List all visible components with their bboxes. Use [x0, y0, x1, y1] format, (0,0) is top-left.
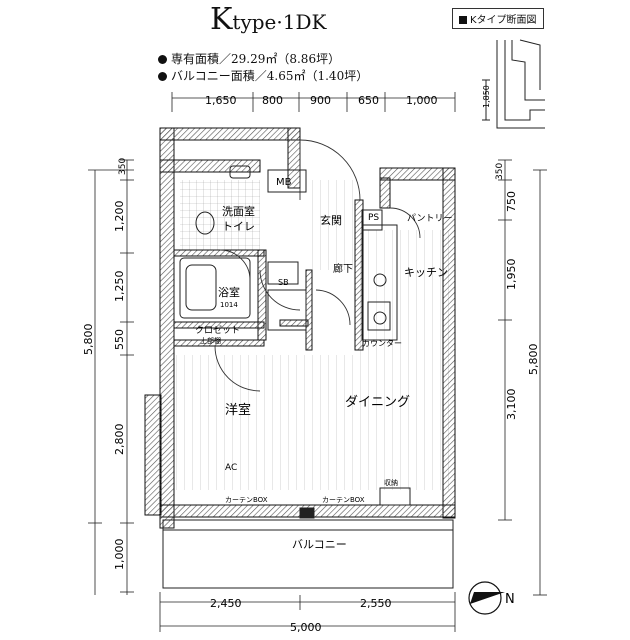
top-dimension: [171, 92, 456, 112]
dim-left-2: 1,200: [113, 201, 126, 233]
mb-box: [267, 169, 307, 193]
label-bath: 浴室: [218, 285, 240, 299]
shoe-storage: [379, 487, 411, 506]
balcony-area-info: バルコニー面積／4.65㎡（1.40坪）: [158, 67, 368, 84]
living-floor: [175, 355, 450, 490]
dim-top-4: 650: [358, 94, 379, 107]
dim-right-2: 750: [505, 191, 518, 212]
plan-title: Ktype·1DK: [210, 2, 327, 37]
right-dimension: [498, 159, 547, 596]
label-washroom: 洗面室: [222, 204, 255, 218]
sb-box: [267, 261, 299, 285]
dim-bottom-2: 2,550: [360, 597, 392, 610]
washer-space: [267, 289, 307, 331]
label-counter: カウンター: [362, 339, 402, 348]
label-mb: MB: [276, 177, 292, 188]
private-area-info: 専有面積／29.29㎡（8.86坪）: [158, 50, 340, 67]
dim-left-4: 550: [113, 329, 126, 350]
label-curtain-1: カーテンBOX: [225, 496, 268, 504]
section-legend: Kタイプ断面図: [452, 8, 544, 29]
label-curtain-2: カーテンBOX: [322, 496, 365, 504]
fixtures: [179, 165, 411, 519]
dim-top-3: 900: [310, 94, 331, 107]
dim-left-total: 5,800: [82, 324, 95, 356]
kitchen-floor: [360, 230, 455, 355]
label-toilet: トイレ: [222, 220, 255, 233]
compass-icon: [468, 581, 505, 615]
dim-left-1: 350: [118, 158, 128, 175]
bottom-dimension: [159, 592, 456, 632]
washbasin: [229, 165, 251, 179]
label-western: 洋室: [225, 402, 251, 418]
label-kitchen: キッチン: [404, 266, 448, 279]
dim-left-3: 1,250: [113, 271, 126, 303]
dim-left-5: 2,800: [113, 424, 126, 456]
dim-section: 1,850: [482, 85, 491, 108]
dim-top-2: 800: [262, 94, 283, 107]
label-shoe: 収納: [384, 478, 398, 487]
label-compass: N: [505, 592, 515, 607]
label-closet-sub: 上部棚: [200, 336, 221, 345]
label-pantry: パントリー: [407, 213, 452, 224]
left-dimension: [88, 159, 134, 595]
bullet-icon: [158, 55, 167, 64]
dim-right-1: 350: [495, 163, 505, 180]
label-bath-size: 1014: [220, 301, 238, 309]
section-sketch: [482, 39, 545, 129]
bullet-icon: [158, 72, 167, 81]
dim-bottom-1: 2,450: [210, 597, 242, 610]
entrance-floor: [310, 180, 360, 270]
label-closet: クロゼット: [195, 324, 240, 336]
square-icon: [459, 16, 467, 24]
walls: [144, 127, 456, 529]
bathtub: [179, 257, 251, 319]
kitchen-counter: [361, 224, 398, 341]
dim-right-4: 3,100: [505, 389, 518, 421]
washroom-floor: [180, 180, 260, 250]
balcony-outline: [162, 519, 454, 589]
dim-bottom-total: 5,000: [290, 621, 322, 634]
dim-right-total: 5,800: [527, 344, 540, 376]
dim-top-5: 1,000: [406, 94, 438, 107]
dim-left-6: 1,000: [113, 539, 126, 571]
dim-right-3: 1,950: [505, 259, 518, 291]
label-ps: PS: [368, 213, 379, 223]
label-dining: ダイニング: [345, 395, 410, 410]
label-balcony: バルコニー: [292, 538, 347, 551]
label-ac: AC: [225, 463, 237, 473]
ps-box: [361, 209, 383, 231]
toilet-bowl: [195, 211, 215, 235]
label-entrance: 玄関: [320, 213, 342, 227]
label-sb: SB: [278, 278, 289, 287]
label-corridor: 廊下: [333, 262, 353, 275]
dim-top-1: 1,650: [205, 94, 237, 107]
